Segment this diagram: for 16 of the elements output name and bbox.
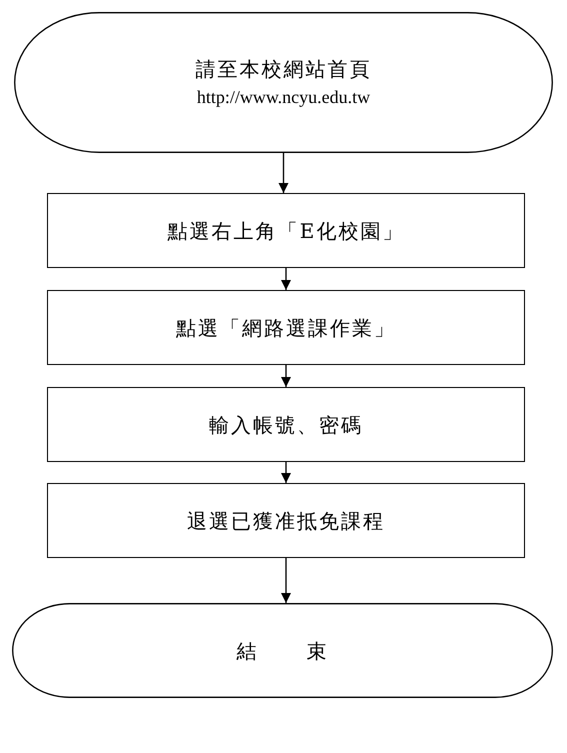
url-text: http://www.ncyu.edu.tw: [196, 86, 370, 109]
process-box: [47, 193, 525, 268]
step-text: 點選右上角「E化校園」: [168, 218, 404, 244]
arrow: [281, 462, 291, 483]
process-box: [47, 483, 525, 558]
process-box: [47, 387, 525, 462]
arrow: [281, 365, 291, 387]
arrow: [281, 268, 291, 290]
arrow: [278, 153, 288, 193]
step-text: 輸入帳號、密碼: [209, 412, 363, 438]
process-box: [47, 290, 525, 365]
arrow: [281, 558, 291, 603]
step-text: 點選「網路選課作業」: [176, 314, 396, 342]
step-text: 結 束: [236, 638, 329, 664]
step-text: 請至本校網站首頁: [196, 56, 372, 83]
step-text: 退選已獲准抵免課程: [187, 508, 385, 534]
